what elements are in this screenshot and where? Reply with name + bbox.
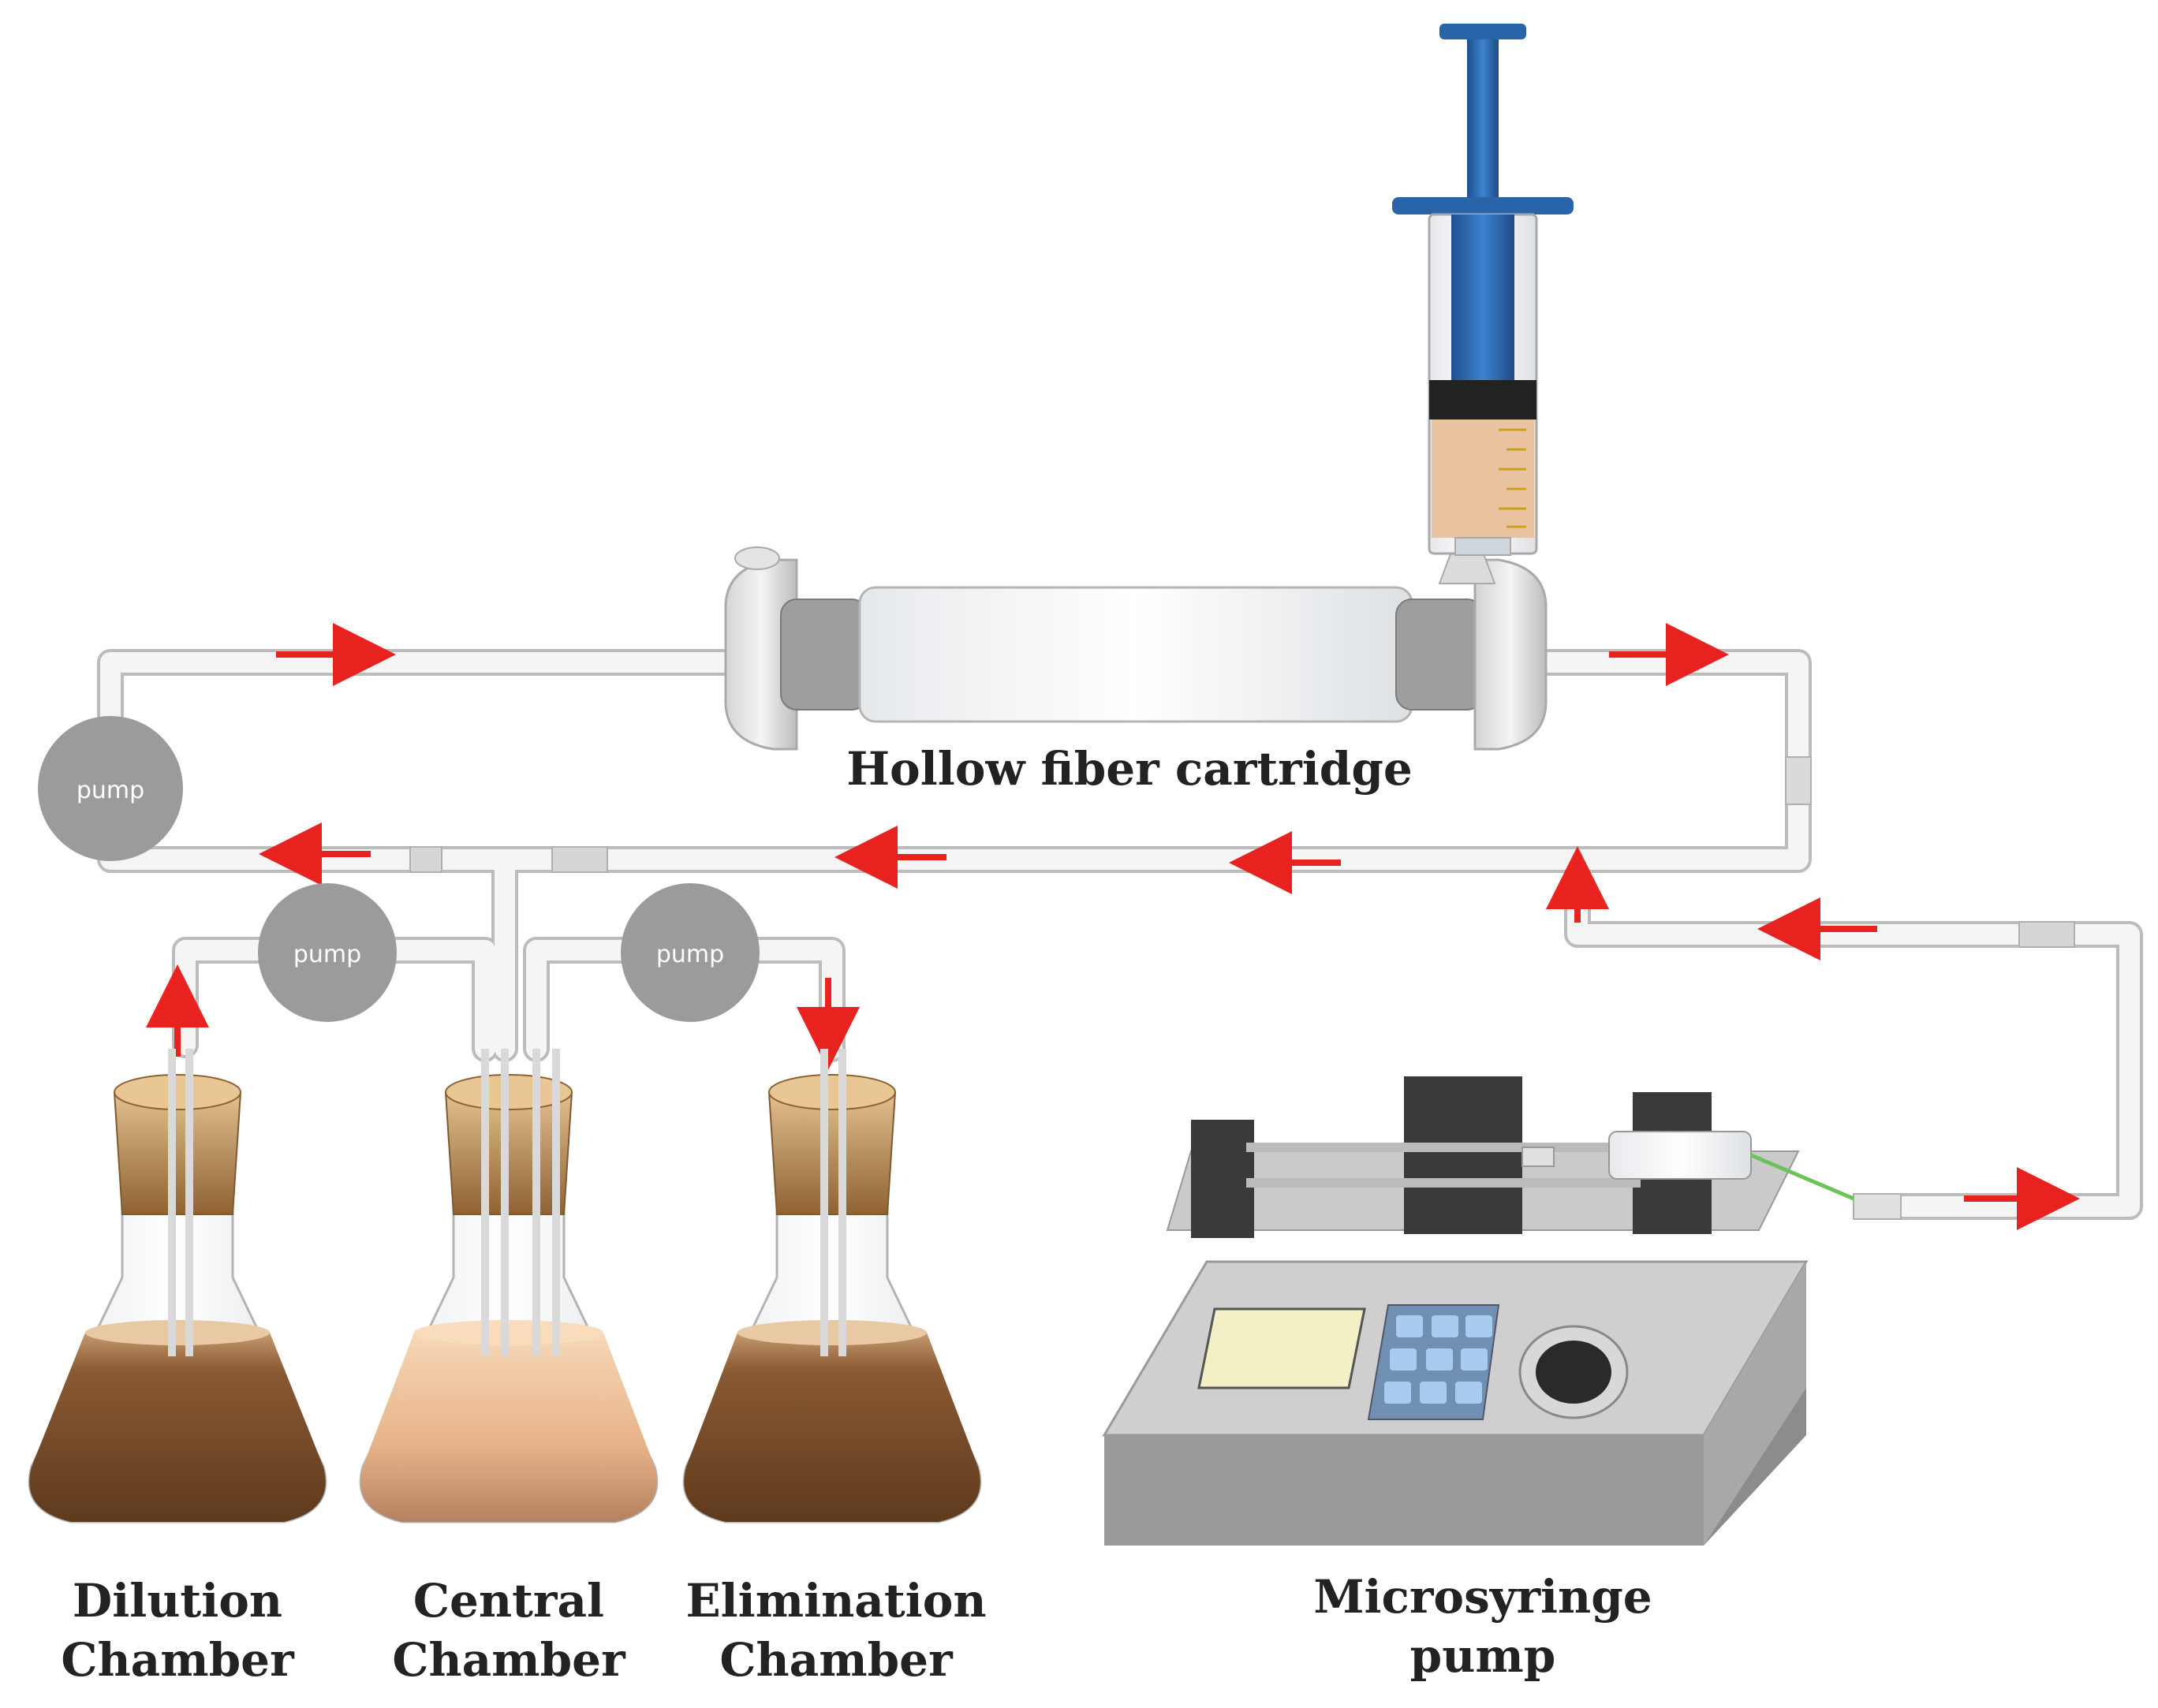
microsyringe-label-line1: Microsyringe — [1313, 1570, 1652, 1624]
syringe-scale — [1499, 428, 1526, 528]
chamber-labels: Dilution Chamber Central Chamber Elimina… — [61, 1570, 1652, 1687]
pump-elimination: pump — [621, 883, 760, 1022]
hollow-fiber-cartridge: Hollow fiber cartridge — [724, 546, 1548, 796]
pump-elimination-label: pump — [656, 941, 724, 968]
dilution-flask — [28, 1049, 327, 1523]
pump-dilution-label: pump — [293, 941, 361, 968]
pump-main: pump — [38, 716, 183, 861]
guide-rods — [1246, 1143, 1641, 1188]
elimination-flask — [682, 1049, 982, 1523]
flow-arrows — [146, 623, 2080, 1230]
central-flask — [359, 1049, 659, 1523]
central-label-line2: Chamber — [392, 1633, 626, 1687]
microsyringe-pump — [1102, 1076, 1854, 1546]
dilution-label-line2: Chamber — [61, 1633, 295, 1687]
dilution-label-line1: Dilution — [73, 1574, 282, 1628]
elimination-label-line1: Elimination — [685, 1574, 986, 1628]
central-label-line1: Central — [413, 1574, 604, 1628]
keypad-buttons — [1384, 1315, 1492, 1404]
pump-main-label: pump — [77, 777, 144, 804]
syringe — [1392, 24, 1574, 556]
elimination-label-line2: Chamber — [719, 1633, 954, 1687]
microsyringe-label-line2: pump — [1410, 1629, 1556, 1683]
hollow-fiber-label: Hollow fiber cartridge — [846, 742, 1413, 796]
fiber-bundle — [868, 610, 1404, 696]
pump-dilution: pump — [258, 883, 397, 1022]
